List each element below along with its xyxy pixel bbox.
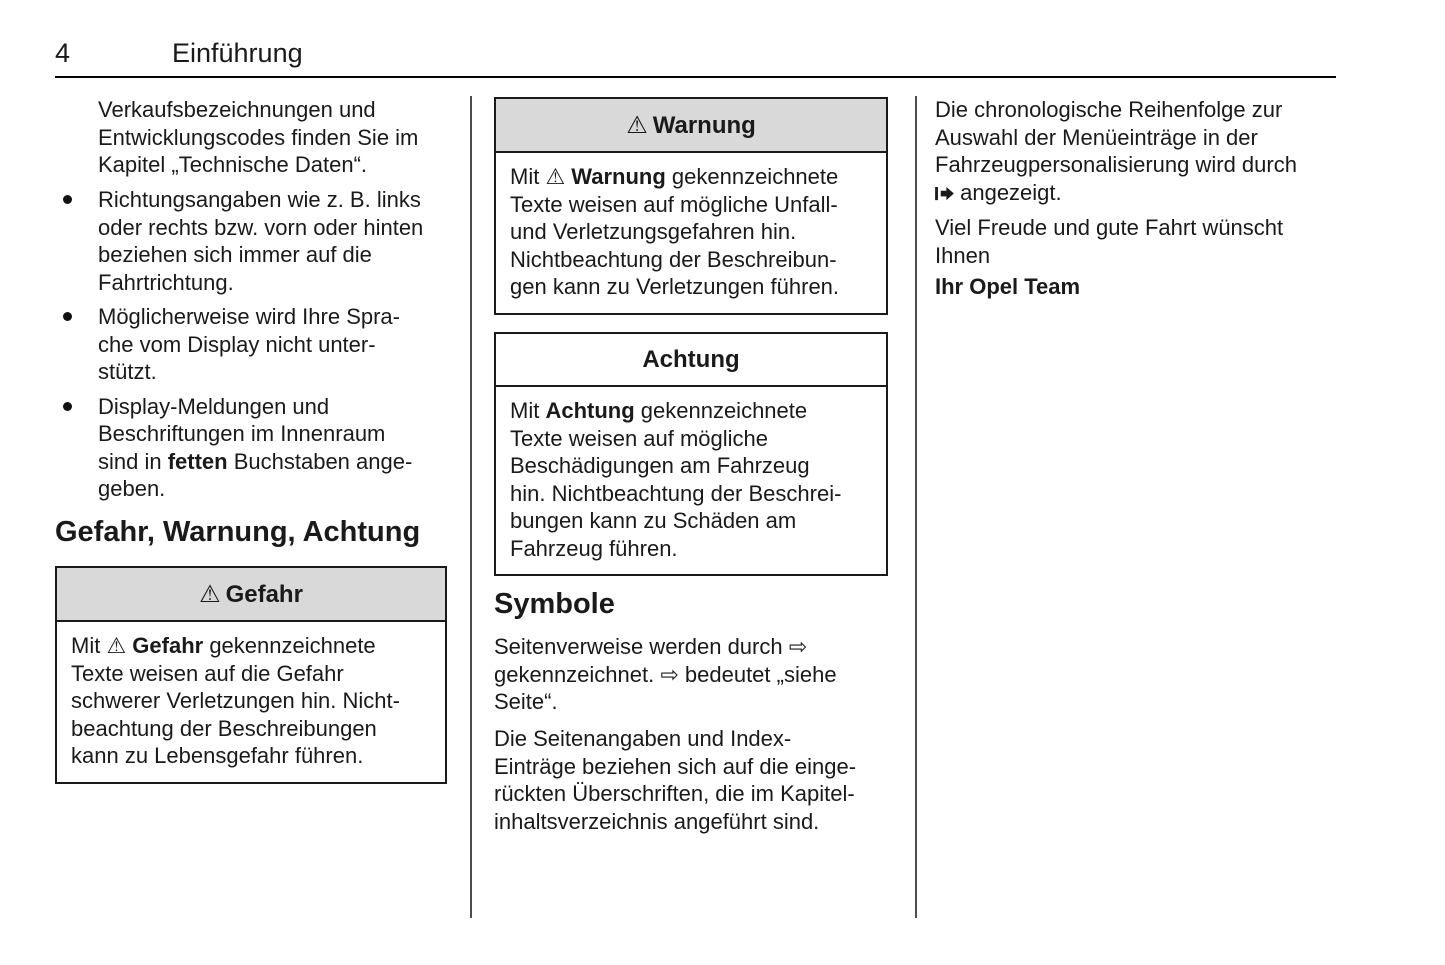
section-heading: Gefahr, Warnung, Achtung xyxy=(55,516,421,548)
closing-paragraph: Viel Freude und gute Fahrt wünscht Ihnen xyxy=(935,215,1284,268)
menu-sequence-arrow-icon xyxy=(935,186,954,200)
symbols-paragraph: Die Seitenangaben und Index- Einträge be… xyxy=(494,726,857,834)
column-divider xyxy=(470,96,472,918)
bullet-list: Richtungsangaben wie z. B. links oder re… xyxy=(55,186,455,510)
bullet-marker-icon xyxy=(63,401,72,411)
caution-box-header: Achtung xyxy=(496,334,886,387)
caution-box: Achtung Mit Achtung gekennzeichnete Text… xyxy=(494,332,888,576)
warning-triangle-icon: ⚠ xyxy=(199,581,221,608)
personalization-paragraph: Die chronologische Reihenfolge zur Auswa… xyxy=(935,97,1297,205)
bold-word: Achtung xyxy=(545,398,635,423)
danger-box-body: Mit ⚠ Gefahr gekennzeichnete Texte weise… xyxy=(71,633,400,768)
warning-box-body: Mit ⚠ Warnung gekennzeichnete Texte weis… xyxy=(510,164,840,299)
danger-box-title: Gefahr xyxy=(225,581,303,608)
bullet-text: Möglicherweise wird Ihre Spra- che vom D… xyxy=(98,304,400,384)
warning-triangle-icon: ⚠ xyxy=(626,112,648,139)
danger-box-header: ⚠Gefahr xyxy=(57,568,445,622)
symbols-heading: Symbole xyxy=(494,588,615,620)
list-item: Möglicherweise wird Ihre Spra- che vom D… xyxy=(55,303,455,386)
warning-box-header: ⚠Warnung xyxy=(496,99,886,153)
symbols-paragraph: Seitenverweise werden durch ⇨ gekennzeic… xyxy=(494,634,837,714)
intro-paragraph: Verkaufsbezeichnungen und Entwicklungsco… xyxy=(98,97,419,177)
bullet-text: Display-Meldungen und Beschriftungen im … xyxy=(98,393,413,502)
bold-word: Warnung xyxy=(571,164,666,189)
header-rule xyxy=(55,76,1336,78)
bullet-marker-icon xyxy=(63,312,72,321)
chapter-title: Einführung xyxy=(172,38,303,68)
caution-box-body: Mit Achtung gekennzeichnete Texte weisen… xyxy=(510,398,842,561)
bullet-marker-icon xyxy=(63,195,72,204)
page-number: 4 xyxy=(55,38,71,68)
column-divider xyxy=(915,96,917,918)
list-item: Richtungsangaben wie z. B. links oder re… xyxy=(55,186,455,296)
warning-box: ⚠Warnung Mit ⚠ Warnung gekennzeichnete T… xyxy=(494,97,888,315)
bold-word: fetten xyxy=(167,448,228,474)
signature: Ihr Opel Team xyxy=(935,274,1081,299)
list-item: Display-Meldungen und Beschriftungen im … xyxy=(55,393,455,503)
bold-word: Gefahr xyxy=(132,633,204,658)
danger-box: ⚠Gefahr Mit ⚠ Gefahr gekennzeichnete Tex… xyxy=(55,566,447,784)
caution-box-title: Achtung xyxy=(642,346,740,373)
warning-box-title: Warnung xyxy=(652,112,756,139)
bullet-text: Richtungsangaben wie z. B. links oder re… xyxy=(98,187,424,295)
